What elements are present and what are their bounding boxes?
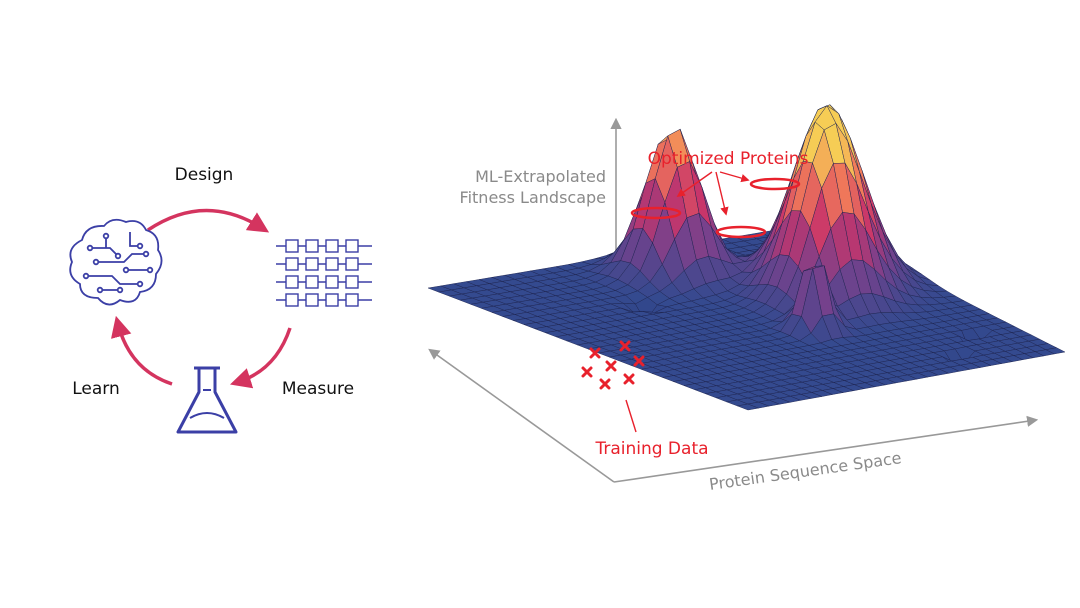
depth-axis	[428, 348, 615, 483]
training-point	[619, 340, 631, 352]
training-point	[589, 347, 601, 359]
pointer-left	[676, 171, 713, 197]
training-data-points	[581, 340, 645, 390]
peak-highlight-center	[715, 225, 767, 239]
learn-label: Learn	[72, 379, 120, 399]
sequence-axis-label: Protein Sequence Space	[708, 448, 903, 494]
optimized-proteins-label: Optimized Proteins	[648, 149, 809, 169]
design-label: Design	[175, 165, 234, 185]
learn-to-design-arrow	[111, 315, 173, 386]
fitness-axis-label-line1: ML-Extrapolated	[475, 167, 606, 186]
flask-icon	[176, 366, 238, 434]
dna-array-icon	[276, 239, 372, 307]
training-point	[599, 378, 611, 390]
training-data-label: Training Data	[594, 439, 708, 459]
peak-highlight-right	[749, 177, 801, 191]
training-pointer	[625, 399, 637, 433]
brain-circuit-icon	[69, 218, 163, 306]
fitness-axis-label-line2: Fitness Landscape	[460, 188, 606, 207]
training-point	[623, 373, 635, 385]
fitness-surface	[427, 104, 1066, 411]
surface-cell	[1045, 347, 1066, 355]
training-point	[581, 366, 593, 378]
training-point	[633, 355, 645, 367]
measure-to-learn-arrow	[229, 327, 292, 389]
dbtl-cycle: Design Measure Learn	[69, 165, 372, 434]
design-to-measure-arrow	[147, 208, 270, 233]
pointer-center	[715, 171, 729, 216]
training-point	[605, 360, 617, 372]
sequence-axis	[613, 415, 1039, 483]
fitness-landscape: ML-Extrapolated Fitness Landscape Protei…	[427, 104, 1066, 494]
peak-highlight-left	[630, 206, 682, 220]
pointer-right	[719, 171, 750, 183]
measure-label: Measure	[282, 379, 354, 399]
